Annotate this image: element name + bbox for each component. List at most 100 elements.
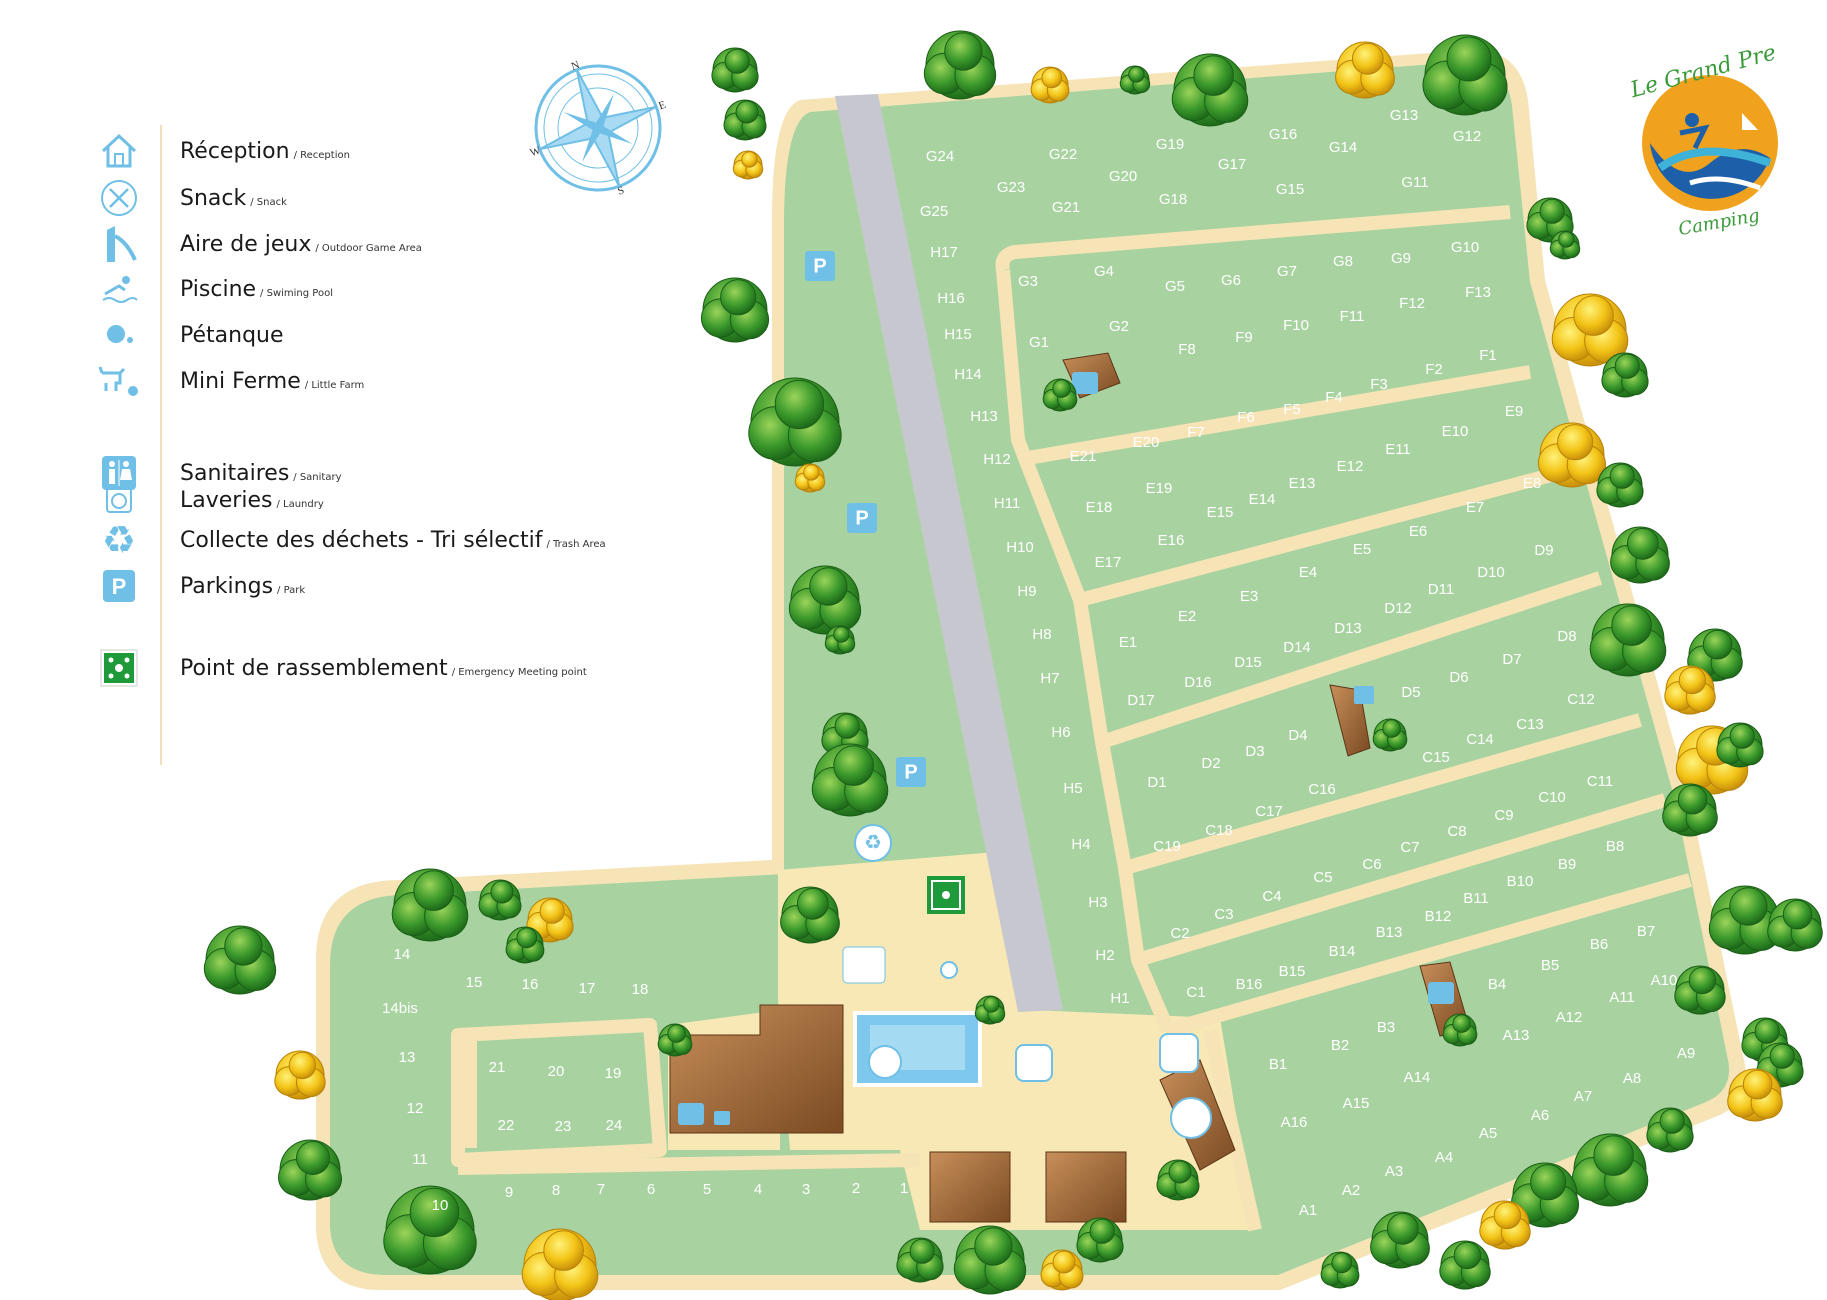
green-tree: [203, 925, 277, 995]
pitch-label: G14: [1329, 139, 1357, 156]
pitch-label: D3: [1245, 743, 1264, 760]
green-tree: [1716, 722, 1764, 768]
pitch-label: H11: [994, 495, 1020, 512]
pitch-label: D13: [1334, 620, 1362, 637]
pitch-label: B9: [1558, 856, 1576, 873]
yellow-tree: [794, 463, 826, 493]
svg-text:P: P: [813, 255, 826, 277]
pitch-label: D14: [1283, 639, 1311, 656]
legend-label: Aire de jeux/ Outdoor Game Area: [180, 231, 422, 257]
pitch-label: B3: [1377, 1019, 1395, 1036]
pitch-label: H5: [1063, 780, 1082, 797]
yellow-tree: [1551, 293, 1629, 367]
legend-item-parking: P Parkings/ Park: [98, 568, 305, 604]
pitch-label: D1: [1147, 774, 1166, 791]
green-tree: [1320, 1251, 1360, 1289]
pitch-label: F11: [1340, 308, 1365, 325]
pitch-label: E7: [1466, 499, 1484, 516]
parking-sign: [896, 757, 926, 787]
pitch-label: F12: [1399, 295, 1425, 312]
pitch-label: 4: [754, 1181, 762, 1198]
pitch-label: H15: [944, 326, 972, 343]
yellow-tree: [521, 1228, 599, 1300]
pitch-label: E17: [1095, 554, 1122, 571]
pitch-label: E13: [1289, 475, 1316, 492]
trees: [203, 30, 1823, 1300]
pitch-label: F4: [1325, 389, 1343, 406]
legend-item-snack: Snack/ Snack: [98, 178, 287, 218]
green-tree: [974, 995, 1006, 1025]
pitch-label: 17: [579, 980, 596, 997]
pitch-label: E1: [1119, 634, 1137, 651]
pitch-label: G17: [1218, 156, 1246, 173]
yellow-tree: [1479, 1200, 1531, 1250]
green-tree: [1596, 462, 1644, 508]
pitch-label: H12: [983, 451, 1011, 468]
pitch-label: G24: [926, 148, 954, 165]
pitch-label: 13: [399, 1049, 416, 1066]
legend-item-reception: Réception/ Reception: [98, 133, 350, 169]
pitch-label: A1: [1299, 1202, 1317, 1219]
pitch-label: A4: [1435, 1149, 1453, 1166]
pitch-label: C3: [1214, 906, 1233, 923]
pitch-label: E6: [1409, 523, 1427, 540]
pitch-labels: G24G23G22G21G20G19G18G17G16G15G14G13G12G…: [382, 107, 1695, 1219]
legend-item-pool: Piscine/ Swiming Pool: [98, 271, 333, 307]
green-tree: [1646, 1107, 1694, 1153]
pitch-label: D5: [1401, 684, 1420, 701]
pitch-label: G13: [1390, 107, 1418, 124]
pitch-label: C18: [1205, 822, 1233, 839]
pitch-label: G5: [1165, 278, 1185, 295]
pitch-label: 14: [394, 946, 411, 963]
assembly-point-icon: [98, 648, 140, 688]
legend-item-farm: Mini Ferme/ Little Farm: [98, 363, 364, 399]
yellow-tree: [1030, 66, 1070, 104]
green-tree: [723, 99, 767, 141]
legend-label: Collecte des déchets - Tri sélectif/ Tra…: [180, 527, 606, 553]
pitch-label: F2: [1425, 361, 1443, 378]
pitch-label: 7: [597, 1181, 605, 1198]
pitch-label: D12: [1384, 600, 1412, 617]
green-tree: [1510, 1162, 1580, 1228]
green-tree: [1687, 628, 1743, 682]
pitch-label: A12: [1556, 1009, 1583, 1026]
yellow-tree: [526, 897, 574, 943]
cutlery-icon: [98, 178, 140, 218]
yellow-tree: [732, 150, 764, 180]
legend-label: Parkings/ Park: [180, 573, 306, 599]
pitch-label: H14: [954, 366, 982, 383]
pitch-label: F8: [1178, 341, 1196, 358]
pitch-label: C1: [1186, 984, 1205, 1001]
green-tree: [1439, 1240, 1491, 1290]
green-tree: [923, 30, 997, 100]
pitch-label: A8: [1623, 1070, 1641, 1087]
legend-divider: [160, 125, 162, 765]
pitch-label: H1: [1110, 990, 1129, 1007]
green-tree: [700, 277, 770, 343]
pitch-label: C4: [1262, 888, 1281, 905]
pitch-label: C17: [1255, 803, 1283, 820]
pitch-label: C6: [1362, 856, 1381, 873]
pitch-label: H10: [1006, 539, 1034, 556]
pitch-label: B14: [1329, 943, 1356, 960]
pitch-label: E21: [1070, 448, 1097, 465]
svg-text:E: E: [657, 99, 668, 113]
green-tree: [1610, 526, 1670, 584]
green-tree: [896, 1237, 944, 1283]
pitch-label: G1: [1029, 334, 1049, 351]
pitch-label: A7: [1574, 1088, 1592, 1105]
pitch-label: C16: [1308, 781, 1336, 798]
pitch-label: D10: [1477, 564, 1505, 581]
pitch-label: D15: [1234, 654, 1262, 671]
pitch-label: G23: [997, 179, 1025, 196]
pitch-label: 21: [489, 1059, 506, 1076]
legend-item-petanque: Pétanque: [98, 317, 284, 353]
pitch-label: 15: [466, 974, 483, 991]
pitch-label: E4: [1299, 564, 1317, 581]
pitch-label: 2: [852, 1180, 860, 1197]
green-tree: [1601, 352, 1649, 398]
svg-text:W: W: [528, 144, 542, 159]
pitch-label: C19: [1153, 838, 1181, 855]
pitch-label: A3: [1385, 1163, 1403, 1180]
